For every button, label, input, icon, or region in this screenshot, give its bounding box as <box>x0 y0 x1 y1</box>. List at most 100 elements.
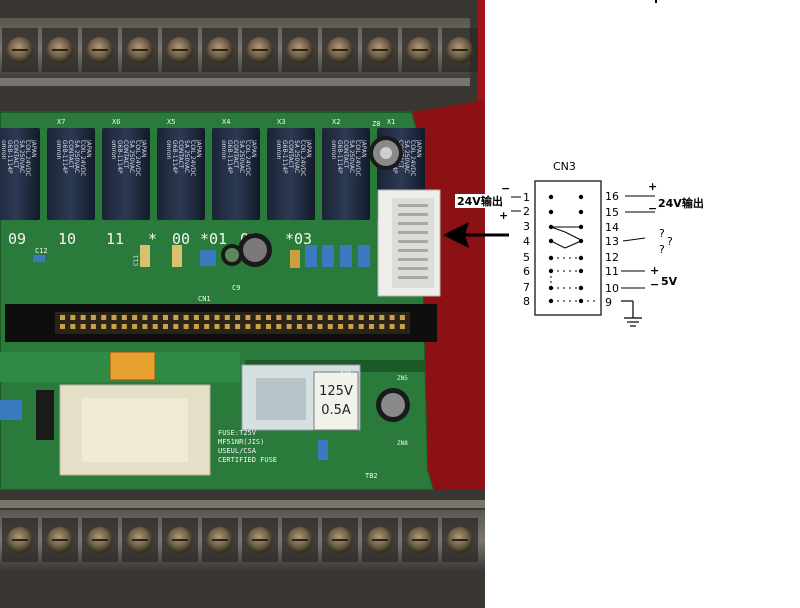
fuse-current: 0.5A <box>321 403 351 418</box>
connector-pin <box>398 213 428 216</box>
relay-header: X5 <box>167 118 175 126</box>
pin-8: 8 <box>523 295 530 308</box>
terminal-number: *03 <box>285 230 312 248</box>
cn1-header <box>5 304 437 342</box>
cn1-pin <box>338 315 344 320</box>
terminal-number: *01 <box>200 230 227 248</box>
cn1-pin <box>142 324 148 329</box>
relay-text: JAPAN <box>305 139 312 158</box>
relay-header: X1 <box>387 118 395 126</box>
relay-text: omron <box>165 140 172 160</box>
top-terminal-screws <box>2 28 478 72</box>
relay-text: G6B-1114P <box>61 140 68 174</box>
pin-4: 4 <box>523 235 530 248</box>
unknown-annotation: ? ? ? <box>622 227 673 256</box>
terminal-number: 11 <box>106 230 124 248</box>
cn1-pin <box>245 324 251 329</box>
cn1-pin <box>327 315 333 320</box>
relay-text: CONTACT <box>232 140 239 169</box>
relay-text: 5A 250VAC <box>128 140 135 173</box>
cn1-pin <box>101 324 107 329</box>
relay-text: CONTACT <box>287 140 294 169</box>
cn1-pin <box>60 324 65 329</box>
cn1-pin <box>152 324 158 329</box>
relay-text: omron <box>55 140 62 160</box>
relay <box>322 128 370 220</box>
component-row: C12 C11 C9 <box>33 233 370 292</box>
relay-text: omron <box>0 140 7 160</box>
relay <box>102 128 150 220</box>
arrow-icon <box>443 222 509 248</box>
pin-dots <box>548 194 584 304</box>
relay-text: COIL 24VDC <box>24 140 31 176</box>
cn1-pin <box>348 324 354 329</box>
pin-11: 11 <box>605 265 619 278</box>
unknown-mark-3: ? <box>659 243 665 256</box>
relay-text: omron <box>275 140 282 160</box>
relay-text: JAPAN <box>360 139 367 158</box>
cn1-pin <box>224 324 230 329</box>
cn1-pin <box>111 315 117 320</box>
relay-text: COIL 24VDC <box>189 140 196 176</box>
relay-text: JAPAN <box>415 139 422 158</box>
cn1-pin <box>142 315 148 320</box>
zn5-label: ZN5 <box>397 375 408 382</box>
cn1-pin <box>121 324 127 329</box>
c9-label: C9 <box>232 284 240 292</box>
pin-dot <box>578 285 584 291</box>
relay-text: JAPAN <box>85 139 92 158</box>
cn1-pin <box>70 324 76 329</box>
connector-pin <box>398 231 428 234</box>
relay-text: CONTACT <box>342 140 349 169</box>
fuse-info-text: FUSE:T25V MF51NR(JIS) USEUL/CSA CERTIFIE… <box>218 429 277 464</box>
pin-dot <box>578 194 584 200</box>
relay-text: G6B-1114P <box>226 140 233 174</box>
relay-text: G6B-1114P <box>281 140 288 174</box>
c11-label: C11 <box>133 255 140 266</box>
relay <box>157 128 205 220</box>
cn1-pin <box>389 324 395 329</box>
relay <box>267 128 315 220</box>
pin-dot <box>548 194 554 200</box>
terminal-number: 09 <box>8 230 26 248</box>
pin-links <box>550 226 595 302</box>
pin-3: 3 <box>523 220 530 233</box>
relay-text: G6B-1114P <box>6 140 13 174</box>
cn1-pin <box>193 315 199 320</box>
relay-text: COIL 24VDC <box>134 140 141 176</box>
right-minus: − <box>648 202 657 215</box>
five-v-label: 5V <box>661 275 678 288</box>
cn1-pin <box>111 324 117 329</box>
five-v-plus: + <box>650 264 659 277</box>
pin-16: 16 <box>605 190 619 203</box>
five-v-minus: − <box>650 278 659 291</box>
cn1-pin <box>307 324 313 329</box>
pin-dot <box>578 209 584 215</box>
cn1-pin <box>317 315 323 320</box>
relay-text: omron <box>330 140 337 160</box>
cn1-pin <box>121 315 127 320</box>
relay-text: CONTACT <box>122 140 129 169</box>
cn1-label: CN1 <box>198 295 211 303</box>
pin-15: 15 <box>605 206 619 219</box>
right-power-annotation: + − 24V输出 <box>625 180 704 215</box>
relay-text: CONTACT <box>67 140 74 169</box>
capacitor-bottom <box>376 388 410 422</box>
relay-text: omron <box>220 140 227 160</box>
cn1-pin <box>348 315 354 320</box>
cn1-pin <box>358 315 364 320</box>
cn1-pin <box>307 315 313 320</box>
cn1-pin <box>296 324 302 329</box>
zn8-label: ZN8 <box>397 440 408 447</box>
left-minus: − <box>501 182 510 195</box>
fuse-info-1: FUSE:T25V <box>218 429 257 437</box>
cn1-pin <box>235 315 241 320</box>
relay-text: 5A 250VAC <box>238 140 245 173</box>
cn1-pin <box>214 315 220 320</box>
left-plus: + <box>499 209 508 222</box>
cn1-pin <box>266 315 271 320</box>
fuse: 125V 0.5A <box>313 371 359 431</box>
